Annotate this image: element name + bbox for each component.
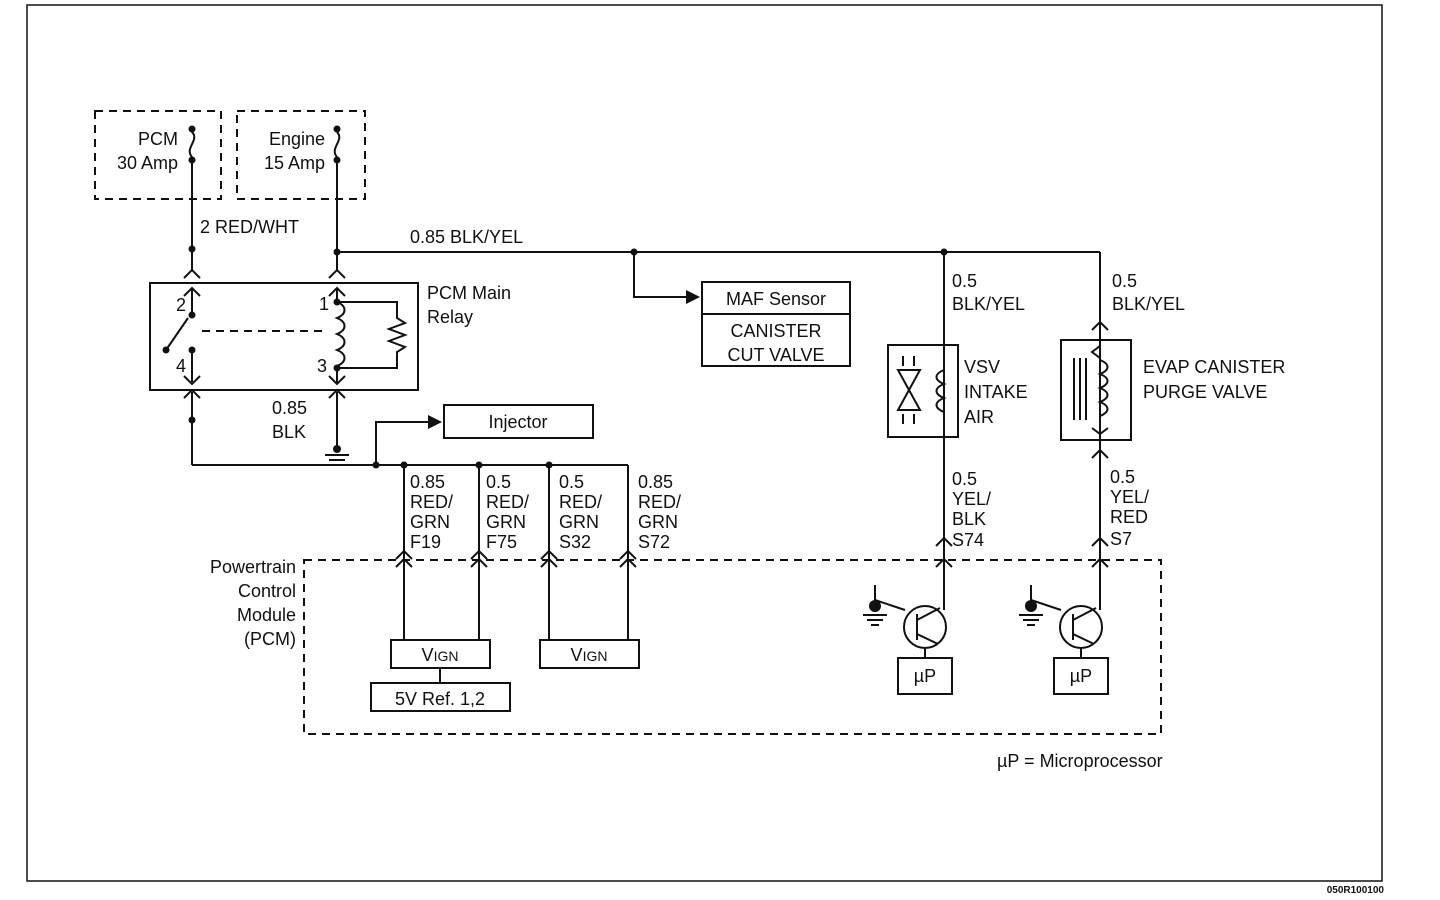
injector-box: [443, 404, 594, 439]
evap-coil-icon: [1097, 359, 1109, 417]
engine-fuse-icon: [333, 125, 341, 164]
svg-text:S7: S7: [1110, 529, 1132, 549]
maf-canister-box: [701, 281, 851, 367]
wire-label-blk-yel: 0.85 BLK/YEL: [410, 227, 523, 247]
vign-label-2: VIGN: [571, 645, 608, 665]
evap-box: [1060, 339, 1132, 441]
svg-text:RED/: RED/: [638, 492, 681, 512]
wire-labels-pcm-inputs: 0.85 RED/ GRN F19 0.5 RED/ GRN F75 0.5 R…: [410, 472, 681, 552]
svg-text:0.5: 0.5: [486, 472, 511, 492]
pcm-fuse-label-1: PCM: [138, 129, 178, 149]
pcm-fuse-box: [94, 110, 222, 200]
vign-label-1: VIGN: [422, 645, 459, 665]
svg-text:0.85: 0.85: [410, 472, 445, 492]
wire-label-blk-color: BLK: [272, 422, 306, 442]
evap-label-2: PURGE VALVE: [1143, 382, 1267, 402]
svg-text:GRN: GRN: [410, 512, 450, 532]
maf-arrow-icon: [686, 290, 700, 304]
svg-text:F19: F19: [410, 532, 441, 552]
svg-text:RED/: RED/: [410, 492, 453, 512]
svg-text:BLK: BLK: [952, 509, 986, 529]
canister-label-1: CANISTER: [730, 321, 821, 341]
wire-labels-s74: 0.5 YEL/ BLK S74: [952, 469, 991, 550]
svg-text:RED: RED: [1110, 507, 1148, 527]
vign-box-2: [539, 639, 640, 669]
pcm-label-1: Powertrain: [210, 557, 296, 577]
svg-text:YEL/: YEL/: [1110, 487, 1149, 507]
ref-box: [370, 682, 511, 712]
relay-pin-4: 4: [176, 356, 186, 376]
vsv-label-1: VSV: [964, 357, 1000, 377]
diagram-frame: [26, 4, 1383, 882]
svg-text:RED/: RED/: [486, 492, 529, 512]
wire-label-blk-gauge: 0.85: [272, 398, 307, 418]
relay-pin-2: 2: [176, 295, 186, 315]
pcm-fuse-icon: [188, 125, 196, 164]
svg-text:0.5: 0.5: [1110, 467, 1135, 487]
svg-text:F75: F75: [486, 532, 517, 552]
relay-resistor-icon: [337, 301, 408, 369]
vsv-feed-color: BLK/YEL: [952, 294, 1025, 314]
vsv-coil-icon: [935, 369, 947, 413]
svg-text:YEL/: YEL/: [952, 489, 991, 509]
svg-text:GRN: GRN: [559, 512, 599, 532]
engine-fuse-label-1: Engine: [269, 129, 325, 149]
injector-label: Injector: [488, 412, 547, 432]
relay-pin-3: 3: [317, 356, 327, 376]
relay-title-2: Relay: [427, 307, 473, 327]
relay-switch-icon: [165, 317, 189, 351]
relay-coil-icon: [334, 301, 346, 367]
svg-text:S32: S32: [559, 532, 591, 552]
transistor-icon-1: [863, 562, 947, 658]
transistor-icon-2: [1019, 562, 1103, 658]
ref-label: 5V Ref. 1,2: [395, 689, 485, 709]
svg-text:RED/: RED/: [559, 492, 602, 512]
svg-text:S72: S72: [638, 532, 670, 552]
ground-icon: [325, 445, 349, 466]
microprocessor-box-2: [1053, 657, 1109, 695]
relay-title-1: PCM Main: [427, 283, 511, 303]
vsv-label-2: INTAKE: [964, 382, 1028, 402]
engine-fuse-label-2: 15 Amp: [264, 153, 325, 173]
svg-text:GRN: GRN: [638, 512, 678, 532]
injector-arrow-icon: [428, 415, 442, 429]
maf-label: MAF Sensor: [726, 289, 826, 309]
pcm-label-2: Control: [238, 581, 296, 601]
engine-fuse-box: [236, 110, 366, 200]
microprocessor-label-2: µP: [1070, 666, 1092, 686]
pcm-main-relay: [149, 282, 419, 391]
evap-feed-gauge: 0.5: [1112, 271, 1137, 291]
evap-label-1: EVAP CANISTER: [1143, 357, 1285, 377]
svg-text:0.5: 0.5: [952, 469, 977, 489]
svg-text:0.85: 0.85: [638, 472, 673, 492]
vsv-feed-gauge: 0.5: [952, 271, 977, 291]
canister-label-2: CUT VALVE: [727, 345, 824, 365]
svg-text:0.5: 0.5: [559, 472, 584, 492]
microprocessor-box-1: [897, 657, 953, 695]
svg-text:GRN: GRN: [486, 512, 526, 532]
vsv-label-3: AIR: [964, 407, 994, 427]
pcm-label-3: Module: [237, 605, 296, 625]
figure-code: 050R100100: [1327, 885, 1385, 896]
evap-feed-color: BLK/YEL: [1112, 294, 1185, 314]
vsv-box: [887, 344, 959, 438]
pcm-fuse-label-2: 30 Amp: [117, 153, 178, 173]
legend-microprocessor: µP = Microprocessor: [997, 751, 1163, 771]
pcm-module-box: [303, 559, 1162, 735]
wire-label-red-wht: 2 RED/WHT: [200, 217, 299, 237]
wire-labels-s7: 0.5 YEL/ RED S7: [1110, 467, 1149, 549]
vsv-valve-icon: [896, 356, 922, 424]
relay-pin-1: 1: [319, 294, 329, 314]
evap-core-icon: [1073, 358, 1087, 420]
svg-text:S74: S74: [952, 530, 984, 550]
pcm-label-4: (PCM): [244, 629, 296, 649]
microprocessor-label-1: µP: [914, 666, 936, 686]
